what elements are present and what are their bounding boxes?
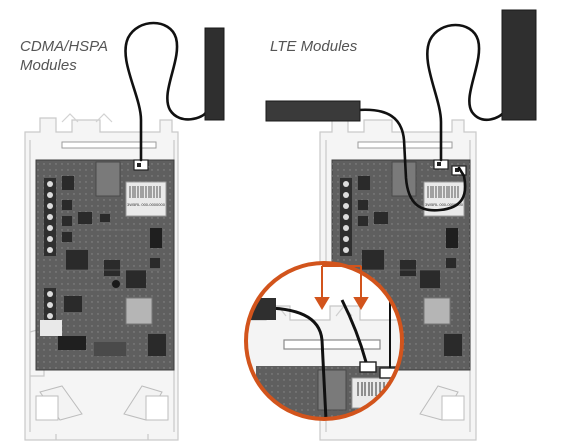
cdma-hspa-caption: CDMA/HSPA Modules xyxy=(20,37,130,75)
left-sticker-code: 3W5RL 000-0000000 xyxy=(127,202,166,207)
left-board-components: 3W5RL 000-0000000 xyxy=(40,161,167,356)
right-main-antenna xyxy=(501,9,537,121)
cdma-hspa-caption-line1: CDMA/HSPA xyxy=(20,38,109,55)
lte-caption: LTE Modules xyxy=(270,38,358,55)
left-antenna-connector xyxy=(133,159,149,171)
right-mounting-feet xyxy=(419,385,465,421)
right-sticker-code: 3W5RL 000-0000000 xyxy=(425,202,464,207)
left-antenna xyxy=(204,27,225,121)
down-arrow-icon xyxy=(314,266,330,310)
cdma-hspa-caption-line2: Modules xyxy=(20,57,77,74)
right-antenna-connectors xyxy=(433,159,467,176)
left-mounting-feet xyxy=(35,385,169,421)
left-assembly: 3W5RL 000-0000000 xyxy=(24,21,225,441)
right-main-antenna-cable xyxy=(426,23,506,162)
right-diversity-antenna xyxy=(265,100,361,122)
right-diversity-antenna-cable xyxy=(356,108,467,212)
zoom-callout xyxy=(244,261,404,421)
left-antenna-cable xyxy=(124,21,208,162)
down-arrow-icon xyxy=(353,266,369,310)
